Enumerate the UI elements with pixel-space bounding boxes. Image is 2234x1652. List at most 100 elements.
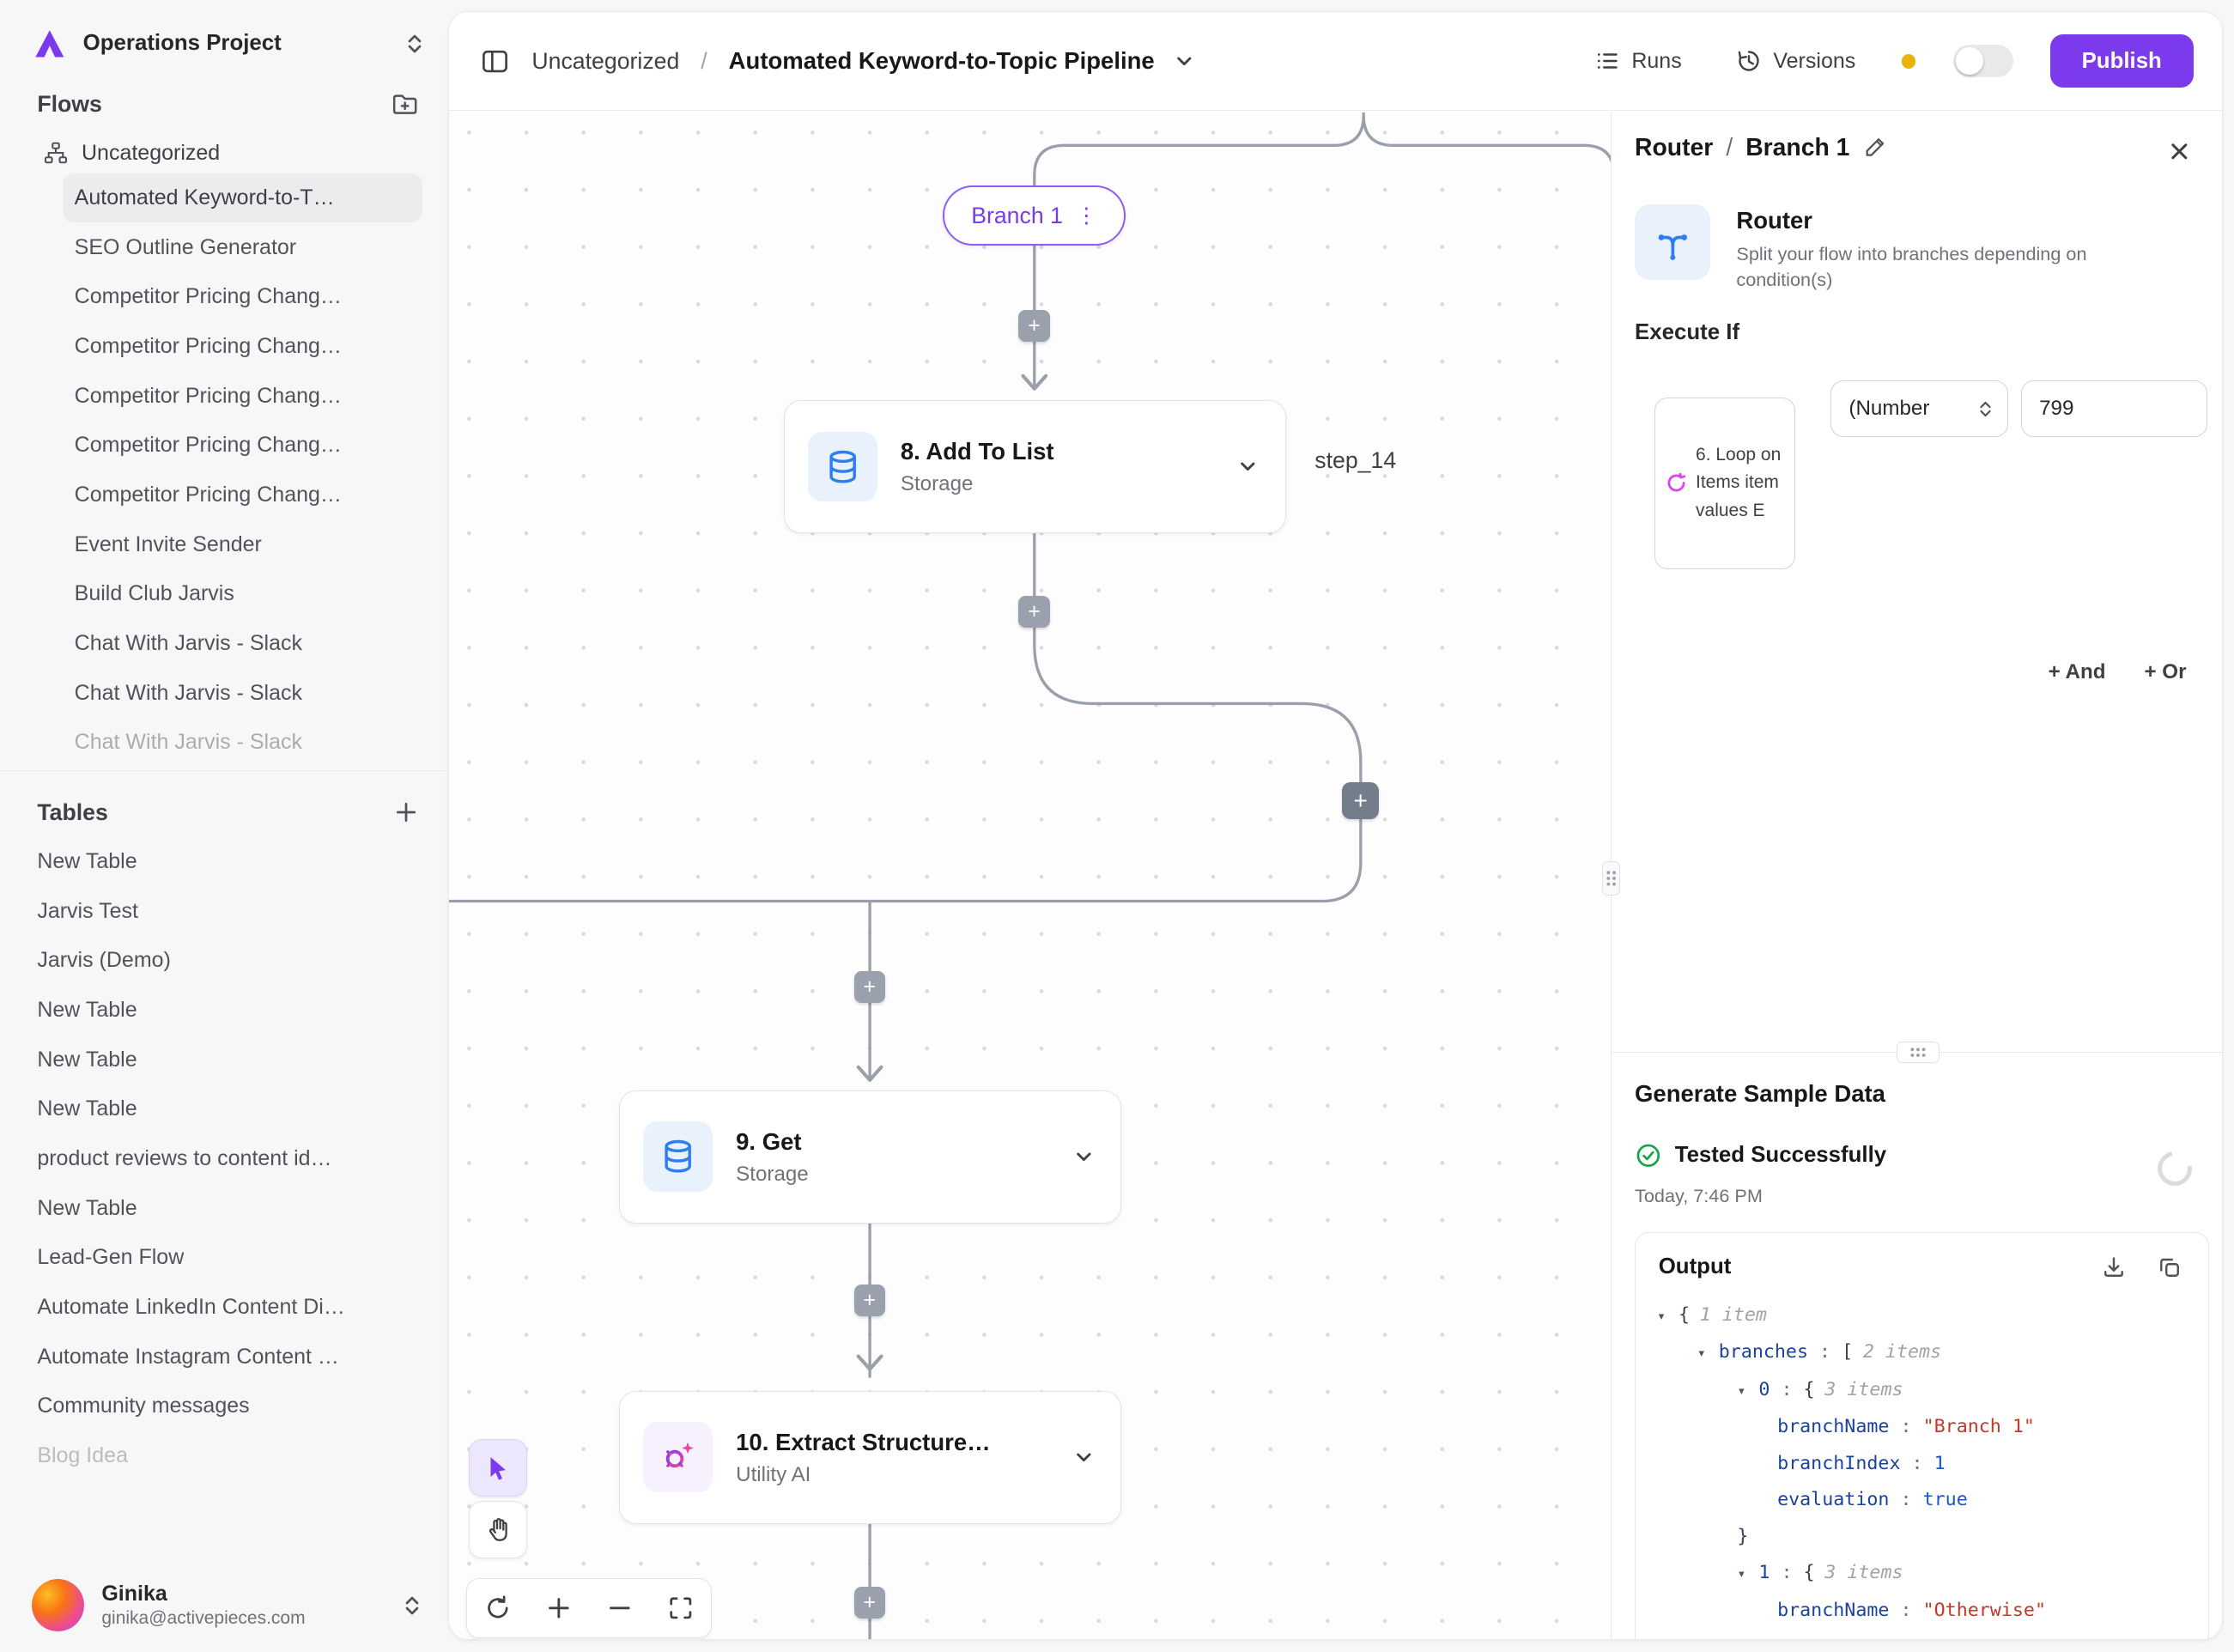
flow-canvas[interactable]: Branch 1 ⋮ + + + + + + 8. Add To List bbox=[448, 112, 1612, 1640]
publish-button[interactable]: Publish bbox=[2049, 34, 2194, 88]
table-item[interactable]: Blog Idea bbox=[37, 1443, 128, 1468]
add-step-button[interactable]: + bbox=[1018, 310, 1050, 342]
add-step-button[interactable]: + bbox=[853, 971, 886, 1003]
piece-name: Router bbox=[1736, 207, 1812, 234]
branch-menu-dots-icon[interactable]: ⋮ bbox=[1075, 203, 1097, 228]
zoom-out-button[interactable] bbox=[600, 1589, 639, 1628]
add-step-button[interactable]: + bbox=[853, 1587, 886, 1619]
reset-view-button[interactable] bbox=[478, 1589, 517, 1628]
flow-item[interactable]: Competitor Pricing Chang… bbox=[74, 333, 342, 358]
flow-item[interactable]: Automated Keyword-to-T… bbox=[63, 173, 422, 223]
condition-value-input[interactable] bbox=[2021, 380, 2207, 438]
flows-title: Flows bbox=[37, 91, 102, 118]
user-menu[interactable]: Ginika ginika@activepieces.com bbox=[0, 1564, 448, 1652]
app-logo-icon bbox=[32, 26, 68, 62]
panel-header: Router / Branch 1 bbox=[1635, 134, 1887, 162]
tree-toggle-icon[interactable]: ▾ bbox=[1737, 1382, 1746, 1399]
edit-pencil-icon[interactable] bbox=[1862, 136, 1886, 160]
runs-button[interactable]: Runs bbox=[1586, 47, 1691, 76]
table-item[interactable]: Community messages bbox=[37, 1394, 250, 1418]
table-item[interactable]: Jarvis (Demo) bbox=[37, 948, 171, 973]
draft-status-dot bbox=[1901, 54, 1916, 69]
flow-item[interactable]: Chat With Jarvis - Slack bbox=[74, 730, 303, 755]
user-name: Ginika bbox=[101, 1581, 167, 1606]
flow-item[interactable]: Build Club Jarvis bbox=[74, 581, 234, 606]
panel-resize-handle[interactable] bbox=[1601, 860, 1621, 896]
main-sheet: Uncategorized / Automated Keyword-to-Top… bbox=[447, 11, 2223, 1641]
node-title: 10. Extract Structure… bbox=[736, 1428, 991, 1455]
table-item[interactable]: Jarvis Test bbox=[37, 898, 138, 923]
chevron-down-icon[interactable] bbox=[1236, 455, 1260, 478]
flow-item[interactable]: Competitor Pricing Chang… bbox=[74, 482, 342, 507]
close-panel-button[interactable] bbox=[2164, 136, 2195, 167]
tree-line: ▾1 : {3 items bbox=[1636, 1555, 2197, 1593]
node-get[interactable]: 9. Get Storage bbox=[619, 1090, 1122, 1224]
tree-line: branchName : "Branch 1" bbox=[1777, 1416, 2035, 1438]
new-table-button[interactable] bbox=[391, 797, 422, 829]
add-step-button[interactable]: + bbox=[1341, 782, 1380, 820]
tree-toggle-icon[interactable]: ▾ bbox=[1737, 1565, 1746, 1582]
flow-item[interactable]: Competitor Pricing Chang… bbox=[74, 284, 342, 309]
table-item[interactable]: New Table bbox=[37, 1195, 137, 1220]
new-folder-button[interactable] bbox=[388, 88, 422, 122]
section-resize-handle[interactable] bbox=[1896, 1041, 1940, 1063]
table-item[interactable]: Automate LinkedIn Content Di… bbox=[37, 1295, 345, 1320]
node-extract-structured[interactable]: 10. Extract Structure… Utility AI bbox=[619, 1390, 1122, 1524]
loading-spinner-icon bbox=[2151, 1145, 2200, 1193]
table-item[interactable]: New Table bbox=[37, 848, 137, 873]
flow-item[interactable]: Competitor Pricing Chang… bbox=[74, 433, 342, 458]
condition-token-field[interactable]: 6. Loop on Items item values E bbox=[1654, 397, 1795, 569]
test-timestamp: Today, 7:46 PM bbox=[1635, 1184, 1763, 1206]
panel-title-primary: Router bbox=[1635, 134, 1714, 162]
node-subtitle: Storage bbox=[900, 472, 974, 496]
flow-item[interactable]: Chat With Jarvis - Slack bbox=[74, 631, 303, 655]
flows-list: Automated Keyword-to-T… SEO Outline Gene… bbox=[0, 173, 448, 772]
chevron-down-icon[interactable] bbox=[1173, 50, 1196, 73]
chevrons-updown-icon[interactable] bbox=[399, 1593, 425, 1619]
storage-icon bbox=[807, 431, 878, 502]
select-tool-button[interactable] bbox=[469, 1439, 528, 1497]
flow-item[interactable]: Competitor Pricing Chang… bbox=[74, 383, 342, 408]
piece-info: Router Split your flow into branches dep… bbox=[1635, 203, 2195, 292]
chevron-down-icon[interactable] bbox=[1072, 1145, 1096, 1169]
flow-item[interactable]: Event Invite Sender bbox=[74, 531, 262, 556]
zoom-in-button[interactable] bbox=[539, 1589, 578, 1628]
breadcrumb-flow-name: Automated Keyword-to-Topic Pipeline bbox=[728, 47, 1155, 75]
tables-header: Tables bbox=[0, 786, 448, 837]
node-subtitle: Storage bbox=[736, 1162, 809, 1186]
table-item[interactable]: New Table bbox=[37, 1047, 137, 1072]
chevrons-updown-icon[interactable] bbox=[402, 31, 428, 57]
project-selector[interactable]: Operations Project bbox=[0, 0, 448, 76]
tree-toggle-icon[interactable]: ▾ bbox=[1657, 1307, 1666, 1324]
download-output-button[interactable] bbox=[2098, 1251, 2130, 1283]
panel-toggle-button[interactable] bbox=[477, 44, 513, 80]
add-and-condition-button[interactable]: + And bbox=[2048, 660, 2106, 684]
add-step-button[interactable]: + bbox=[853, 1285, 886, 1316]
pan-tool-button[interactable] bbox=[469, 1501, 528, 1558]
copy-output-button[interactable] bbox=[2154, 1251, 2186, 1283]
table-item[interactable]: New Table bbox=[37, 1096, 137, 1121]
versions-button[interactable]: Versions bbox=[1727, 47, 1864, 76]
table-item[interactable]: product reviews to content id… bbox=[37, 1146, 332, 1171]
breadcrumb-folder[interactable]: Uncategorized bbox=[531, 47, 680, 74]
table-item[interactable]: Automate Instagram Content … bbox=[37, 1344, 339, 1369]
chevron-down-icon[interactable] bbox=[1072, 1446, 1096, 1469]
table-item[interactable]: New Table bbox=[37, 998, 137, 1022]
versions-history-icon bbox=[1736, 48, 1762, 74]
flow-enabled-toggle[interactable] bbox=[1952, 45, 2013, 78]
fit-view-button[interactable] bbox=[661, 1589, 700, 1628]
add-or-condition-button[interactable]: + Or bbox=[2144, 660, 2187, 684]
table-item[interactable]: Lead-Gen Flow bbox=[37, 1245, 185, 1270]
folder-label: Uncategorized bbox=[82, 140, 221, 165]
add-step-button[interactable]: + bbox=[1018, 596, 1050, 629]
tree-toggle-icon[interactable]: ▾ bbox=[1697, 1345, 1706, 1362]
test-status: Tested Successfully bbox=[1635, 1142, 1886, 1169]
folder-uncategorized[interactable]: Uncategorized bbox=[0, 131, 448, 173]
flows-header: Flows bbox=[0, 76, 448, 130]
branch-pill[interactable]: Branch 1 ⋮ bbox=[942, 185, 1126, 246]
condition-operator-select[interactable]: (Number bbox=[1830, 380, 2009, 438]
node-add-to-list[interactable]: 8. Add To List Storage bbox=[783, 400, 1286, 534]
flow-item[interactable]: SEO Outline Generator bbox=[74, 234, 297, 259]
project-name: Operations Project bbox=[82, 31, 282, 56]
flow-item[interactable]: Chat With Jarvis - Slack bbox=[74, 680, 303, 705]
